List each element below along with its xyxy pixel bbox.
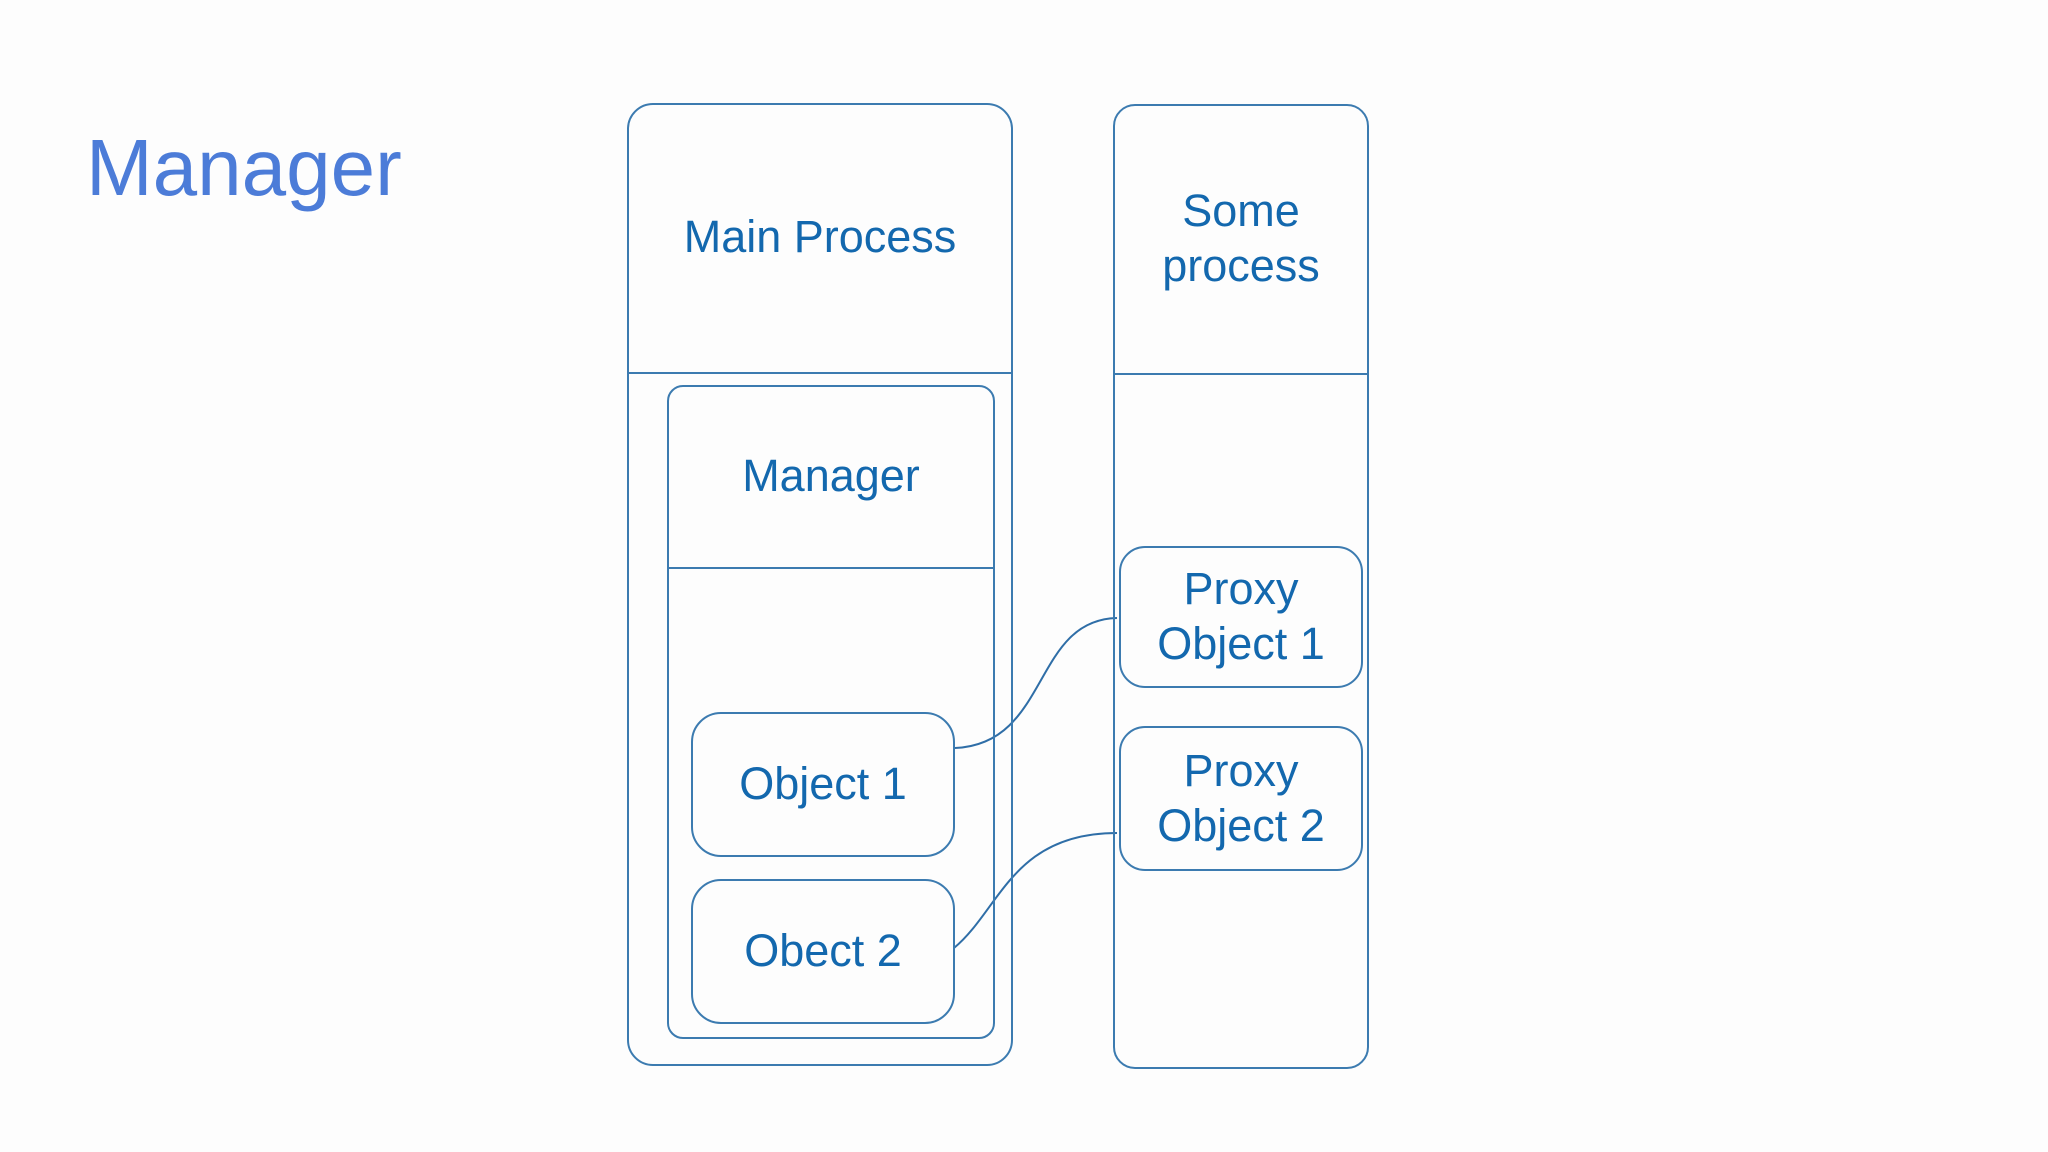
proxy-object-1-box: Proxy Object 1	[1119, 546, 1363, 688]
object-2-box: Obect 2	[691, 879, 955, 1024]
object-1-box: Object 1	[691, 712, 955, 857]
manager-group-label: Manager	[742, 449, 920, 501]
some-process-label: Some process	[1162, 184, 1320, 291]
proxy-object-2-box: Proxy Object 2	[1119, 726, 1363, 871]
proxy-object-1-label: Proxy Object 1	[1157, 563, 1325, 669]
main-process-header: Main Process	[627, 103, 1013, 374]
object-2-label: Obect 2	[744, 925, 902, 977]
manager-group-header: Manager	[667, 385, 995, 569]
some-process-header: Some process	[1113, 104, 1369, 375]
object-1-label: Object 1	[739, 758, 907, 810]
some-process-box	[1113, 104, 1369, 1069]
proxy-object-2-label: Proxy Object 2	[1157, 744, 1325, 851]
manager-group-box	[667, 385, 995, 1039]
slide-title: Manager	[86, 123, 402, 212]
main-process-label: Main Process	[683, 211, 957, 263]
main-process-box	[627, 103, 1013, 1066]
